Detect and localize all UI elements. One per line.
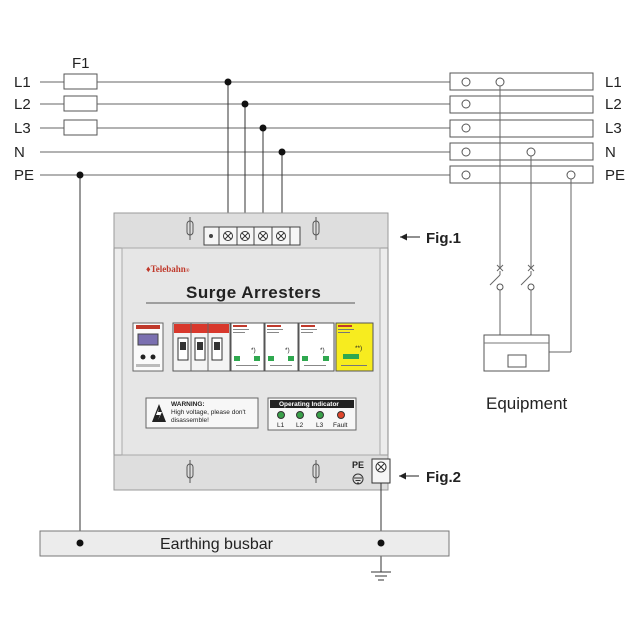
fig1-label: Fig.1: [426, 230, 461, 247]
spd-module-2: *): [264, 322, 299, 372]
indicator-led-L2: [296, 411, 304, 419]
line-label-L2-right: L2: [605, 96, 622, 113]
svg-text:L2: L2: [296, 422, 304, 429]
line-label-N-right: N: [605, 144, 616, 161]
junction-dot: [278, 148, 286, 156]
spd-module-n-pe: **): [335, 322, 374, 372]
cabinet-title: Surge Arresters: [186, 283, 321, 302]
line-L3: L3 L3: [14, 119, 622, 137]
line-label-L2-left: L2: [14, 96, 31, 113]
brand-logo: ♦Telebahn®: [146, 264, 190, 274]
spd-module-1: *): [230, 322, 265, 372]
svg-text:**): **): [355, 345, 362, 352]
svg-text:PE: PE: [352, 460, 364, 470]
pe-terminal: PE: [352, 458, 391, 485]
fig2-label: Fig.2: [426, 469, 461, 486]
junction-dot: [259, 124, 267, 132]
fuse-L2: [63, 95, 98, 112]
line-label-L3-left: L3: [14, 120, 31, 137]
fuse-L3: [63, 119, 98, 136]
indicator-led-L3: [316, 411, 324, 419]
svg-text:WARNING:: WARNING:: [171, 401, 205, 408]
surge-arrester-cabinet: ♦Telebahn® Surge Arresters: [113, 212, 391, 491]
earth-ground-symbol: [371, 571, 391, 581]
circuit-breaker: [172, 322, 231, 372]
svg-text:*): *): [285, 347, 290, 354]
earthing-busbar: Earthing busbar: [39, 530, 450, 557]
svg-text:High voltage, please don't: High voltage, please don't: [171, 409, 246, 416]
line-label-L1-right: L1: [605, 74, 622, 91]
junction-dot: [76, 171, 84, 179]
line-label-L1-left: L1: [14, 74, 31, 91]
fuse-L1: [63, 73, 98, 90]
cabinet-feed-wires: [224, 78, 286, 234]
operating-indicator-panel: Operating Indicator L1 L2 L3 Fault: [267, 397, 357, 431]
top-terminal-block: [203, 226, 301, 246]
line-L1: L1 L1: [14, 73, 622, 91]
equipment-box: [483, 334, 550, 372]
svg-text:disassemble!: disassemble!: [171, 417, 209, 424]
junction-dot: [224, 78, 232, 86]
line-L2: L2 L2: [14, 95, 622, 113]
svg-text:*): *): [320, 347, 325, 354]
svg-text:L3: L3: [316, 422, 324, 429]
terminal-blocks: [449, 72, 594, 184]
svg-text:L1: L1: [277, 422, 285, 429]
mounting-hole: [186, 217, 320, 483]
warning-label: WARNING: High voltage, please don't disa…: [145, 397, 259, 429]
spd-module-3: *): [298, 322, 335, 372]
equipment-label: Equipment: [486, 394, 568, 413]
fuse-label: F1: [72, 55, 90, 72]
indicator-led-fault: [337, 411, 345, 419]
junction-dot: [241, 100, 249, 108]
fig1-callout: Fig.1: [400, 230, 461, 247]
svg-text:Fault: Fault: [333, 422, 348, 429]
line-label-N-left: N: [14, 144, 25, 161]
fig2-callout: Fig.2: [399, 469, 461, 486]
busbar-label: Earthing busbar: [160, 536, 274, 553]
line-label-L3-right: L3: [605, 120, 622, 137]
svg-text:Operating Indicator: Operating Indicator: [279, 401, 339, 408]
lightning-counter: [132, 322, 164, 372]
earth-symbol-icon: [352, 473, 364, 485]
equipment-wiring: [489, 86, 572, 353]
line-label-PE-right: PE: [605, 167, 625, 184]
svg-text:*): *): [251, 347, 256, 354]
indicator-led-L1: [277, 411, 285, 419]
line-label-PE-left: PE: [14, 167, 34, 184]
